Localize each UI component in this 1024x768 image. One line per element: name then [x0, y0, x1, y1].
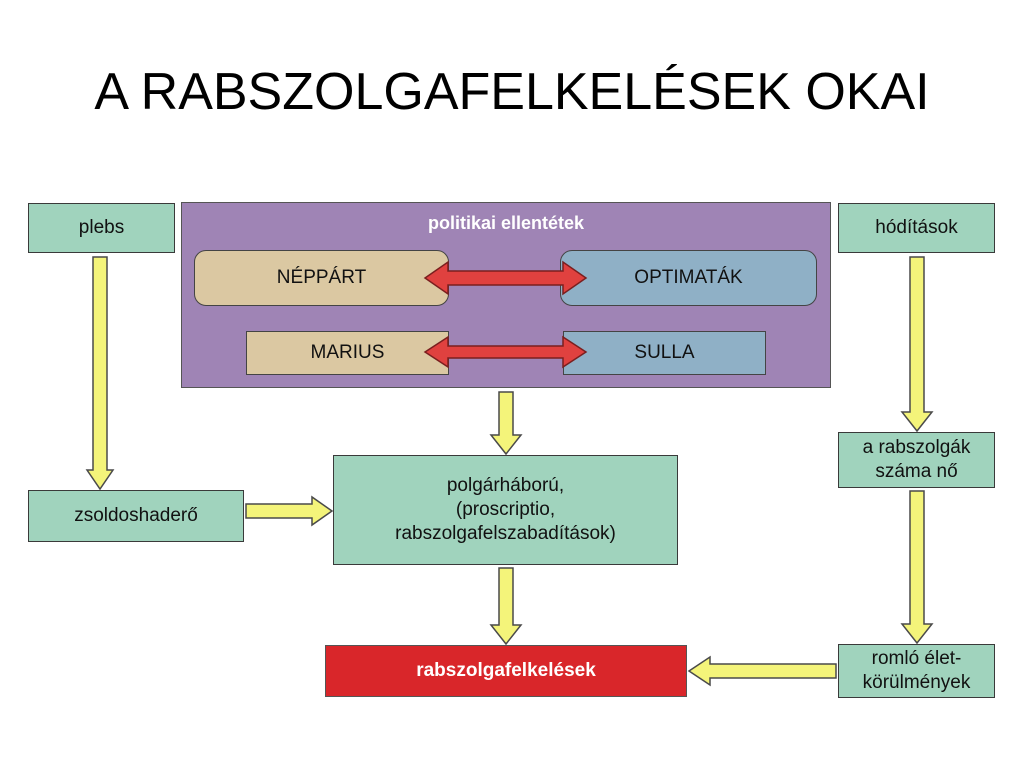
- arrow-plebs-down: [85, 256, 115, 491]
- conditions-line-2: körülmények: [862, 672, 971, 693]
- slaves-grow-line-1: a rabszolgák: [862, 437, 971, 459]
- panel-title: politikai ellentétek: [427, 213, 585, 233]
- optimates-node: OPTIMATÁK: [560, 250, 817, 306]
- arrow-slaves-down: [900, 490, 934, 645]
- worsening-conditions-node: romló élet- körülmények: [838, 644, 995, 698]
- civil-war-line-3: rabszolgafelszabadítások): [395, 522, 616, 544]
- slave-revolts-node: rabszolgafelkelések: [325, 645, 687, 697]
- mercenary-army-node: zsoldoshaderő: [28, 490, 244, 542]
- double-arrow-parties: [423, 260, 588, 296]
- plebs-node: plebs: [28, 203, 175, 253]
- civil-war-node: polgárháború, (proscriptio, rabszolgafel…: [333, 455, 678, 565]
- arrow-mercenary-right: [245, 495, 334, 527]
- marius-node: MARIUS: [246, 331, 449, 375]
- civil-war-line-1: polgárháború,: [446, 475, 565, 497]
- arrow-conditions-left: [687, 655, 837, 687]
- conditions-line-1: romló élet-: [871, 648, 962, 670]
- arrow-politics-down: [489, 391, 523, 456]
- slaves-grow-line-2: száma nő: [875, 461, 958, 482]
- double-arrow-leaders: [423, 335, 588, 369]
- sulla-node: SULLA: [563, 331, 766, 375]
- arrow-conquests-down: [900, 256, 934, 433]
- civil-war-line-2: (proscriptio,: [455, 499, 556, 521]
- conquests-node: hódítások: [838, 203, 995, 253]
- page-title: A RABSZOLGAFELKELÉSEK OKAI: [94, 63, 930, 121]
- slave-number-grows-node: a rabszolgák száma nő: [838, 432, 995, 488]
- arrow-civilwar-down: [489, 567, 523, 646]
